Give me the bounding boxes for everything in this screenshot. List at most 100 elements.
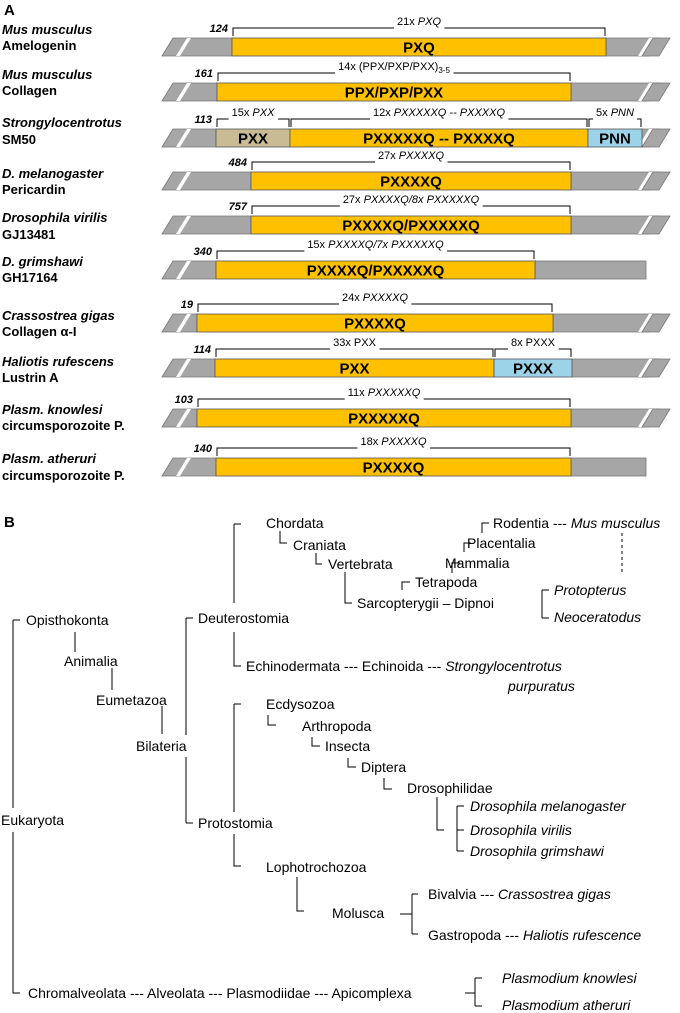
taxon-gastropoda: Gastropoda --- Haliotis rufescence <box>428 927 641 943</box>
row-protein: circumsporozoite P. <box>2 418 125 433</box>
backbone-right-tail <box>641 82 671 102</box>
repeat-count-label: 11x PXXXXXQ <box>348 387 421 399</box>
break-mark-left <box>176 172 191 190</box>
backbone-right-tail <box>641 358 671 378</box>
break-mark-right <box>638 359 653 377</box>
taxon-chromalveolata: Chromalveolata --- Alveolata --- Plasmod… <box>28 985 412 1001</box>
break-mark-right <box>638 216 653 234</box>
backbone-right-tail <box>641 37 671 57</box>
row-organism: Mus musculus <box>2 67 92 82</box>
species-drosophila-virilis: Drosophila virilis <box>470 822 572 838</box>
repeat-start-position: 124 <box>210 23 228 35</box>
species-drosophila-melanogaster: Drosophila melanogaster <box>470 798 627 814</box>
row-organism: Plasm. atheruri <box>2 451 96 466</box>
repeat-bracket <box>217 72 571 81</box>
count-label-gap <box>330 348 380 350</box>
backbone-right-tail <box>641 171 671 191</box>
repeat-start-position: 340 <box>194 246 213 258</box>
count-label-gap <box>507 348 559 350</box>
species-strongylocentrotus: Strongylocentrotus <box>445 658 562 674</box>
taxon-chordata: Chordata <box>266 515 324 531</box>
taxon-arthropoda: Arthropoda <box>302 718 371 734</box>
tree-connectors <box>12 522 623 1007</box>
row-protein: Pericardin <box>2 182 66 197</box>
repeat-bracket <box>216 118 290 127</box>
repeat-count-label: 27x PXXXXQ <box>378 150 444 162</box>
repeat-domain <box>196 408 572 428</box>
break-mark-left <box>176 38 191 56</box>
count-label-gap <box>304 250 448 252</box>
repeat-domain <box>196 313 554 333</box>
repeat-motif-label: PPX/PXP/PXX <box>345 85 443 102</box>
break-mark-right <box>638 83 653 101</box>
species-plasmodium-knowlesi: Plasmodium knowlesi <box>502 970 637 986</box>
repeat-motif-label: PXXXXQ <box>363 460 425 477</box>
taxon-molusca: Molusca <box>332 905 384 921</box>
repeat-domain <box>250 215 572 235</box>
repeat-count-label: 18x PXXXXQ <box>360 436 426 448</box>
backbone-right-tail <box>641 215 671 235</box>
break-mark-left <box>176 216 191 234</box>
panel-label-b: B <box>4 514 15 531</box>
row-protein: Collagen <box>2 83 57 98</box>
break-mark-left <box>176 458 191 476</box>
backbone-left <box>161 215 252 235</box>
count-label-gap <box>593 118 638 120</box>
taxon-eumetazoa: Eumetazoa <box>96 692 167 708</box>
repeat-start-position: 484 <box>228 157 247 169</box>
taxon-mammalia: Mammalia <box>445 555 510 571</box>
backbone-left <box>161 37 233 57</box>
count-label-gap <box>339 205 483 207</box>
count-label-gap <box>393 27 445 29</box>
row-protein: circumsporozoite P. <box>2 468 125 483</box>
taxon-diptera: Diptera <box>361 759 406 775</box>
repeat-count-label: 27x PXXXXQ/8x PXXXXXQ <box>343 194 480 206</box>
taxon-animalia: Animalia <box>64 653 118 669</box>
taxon-bivalvia-label: Bivalvia --- <box>428 886 498 902</box>
repeat-bracket <box>197 303 553 312</box>
row-protein: SM50 <box>2 132 36 147</box>
row-organism: Drosophila virilis <box>2 210 107 225</box>
row-organism: Mus musculus <box>2 22 92 37</box>
taxon-craniata: Craniata <box>293 537 346 553</box>
repeat-count-label: 33x PXX <box>333 337 376 349</box>
row-protein: GH17164 <box>2 270 58 285</box>
repeat-start-position: 757 <box>229 201 248 213</box>
row-organism: Haliotis rufescens <box>2 354 114 369</box>
taxon-rodentia-label: Rodentia --- <box>493 515 571 531</box>
repeat-bracket <box>216 250 535 259</box>
repeat-start-position: 19 <box>181 299 194 311</box>
taxon-opisthokonta: Opisthokonta <box>26 612 109 628</box>
backbone-left <box>161 82 218 102</box>
repeat-motif-label: PXXX <box>513 361 553 378</box>
row-organism: D. grimshawi <box>2 254 83 269</box>
repeat-count-label: 5x PNN <box>596 107 634 119</box>
taxon-drosophilidae: Drosophilidae <box>407 780 493 796</box>
count-label-gap <box>374 161 448 163</box>
count-label-gap <box>344 398 424 400</box>
species-purpuratus: purpuratus <box>507 678 575 694</box>
repeat-motif-label: PXX <box>339 361 369 378</box>
break-mark-right <box>638 172 653 190</box>
count-label-gap <box>228 118 279 120</box>
taxon-neoceratodus: Neoceratodus <box>554 609 641 625</box>
repeat-motif-label: PXXXXQ/PXXXXXQ <box>342 218 480 235</box>
taxon-deuterostomia: Deuterostomia <box>198 610 289 626</box>
domain-row: D. grimshawiGH17164340PXXXXQ/PXXXXXQ15x … <box>2 239 647 285</box>
row-protein: Amelogenin <box>2 38 76 53</box>
taxon-echinodermata: Echinodermata --- Echinoida --- Strongyl… <box>246 658 562 674</box>
backbone-right <box>570 457 647 477</box>
repeat-bracket <box>251 205 571 214</box>
repeat-motif-label: PXXXXQ <box>380 174 442 191</box>
count-label-gap <box>357 447 430 449</box>
taxon-sarcopterygii-dipnoi: Sarcopterygii – Dipnoi <box>357 595 494 611</box>
taxon-eukaryota: Eukaryota <box>1 812 64 828</box>
taxon-tetrapoda: Tetrapoda <box>415 574 477 590</box>
